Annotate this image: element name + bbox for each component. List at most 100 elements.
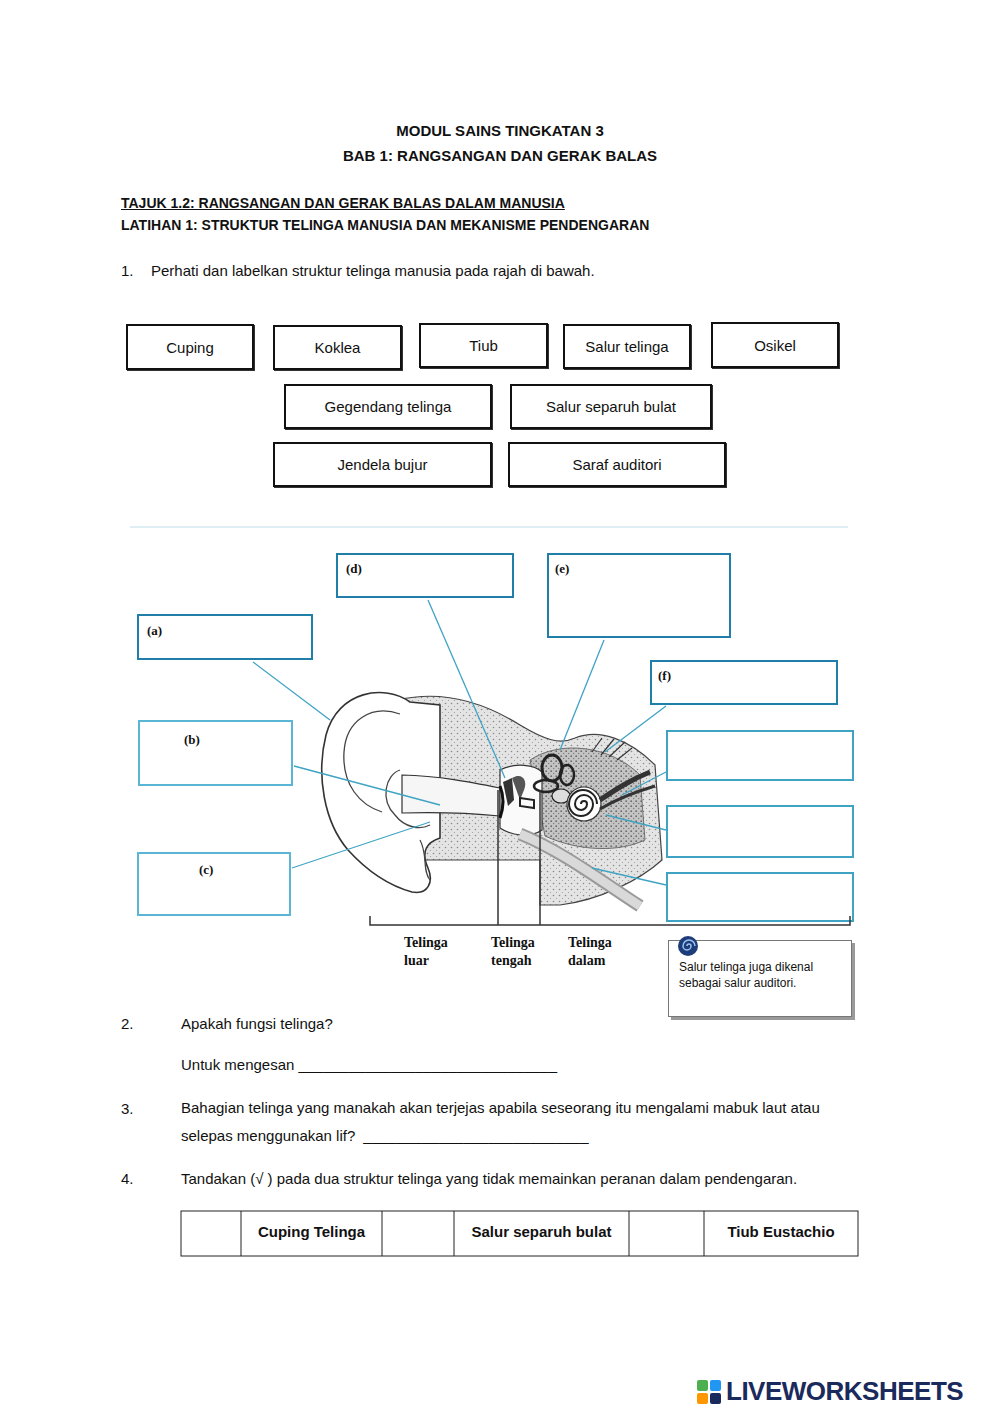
- ear-illustration: [322, 693, 662, 906]
- answer-box: (a): [137, 614, 313, 660]
- word-bank-box: Osikel: [711, 322, 839, 368]
- ear-illustration: [600, 786, 655, 809]
- blank-answer-box: [667, 806, 853, 857]
- ear-illustration: [500, 765, 542, 835]
- question-number: 2.: [121, 1015, 134, 1034]
- note-text: Salur telinga juga dikenal sebagai salur…: [679, 959, 845, 991]
- region-label: Telinga luar: [404, 934, 466, 970]
- ear-illustration: [512, 776, 525, 800]
- topic-heading: TAJUK 1.2: RANGSANGAN DAN GERAK BALAS DA…: [121, 195, 565, 213]
- divider-line: [130, 526, 848, 528]
- answer-table-grid: [181, 1211, 858, 1256]
- ear-illustration: [503, 778, 514, 806]
- ear-illustration: [569, 790, 597, 816]
- callout-letter: (b): [184, 732, 200, 748]
- ear-illustration: [560, 765, 574, 785]
- answer-line: Bahagian telinga yang manakah akan terje…: [181, 1094, 871, 1150]
- word-bank-text: Cuping: [166, 339, 214, 356]
- ear-illustration: [530, 748, 645, 849]
- ear-illustration: [592, 738, 632, 760]
- region-label: Telinga tengah: [491, 934, 553, 970]
- ear-illustration: [402, 775, 500, 816]
- word-bank-text: Salur separuh bulat: [546, 398, 676, 415]
- ear-illustration: [520, 798, 534, 808]
- leader-line: [560, 640, 604, 750]
- table-cell: Tiub Eustachio: [704, 1223, 858, 1242]
- logo-icon: [697, 1393, 708, 1404]
- leader-line: [292, 822, 430, 868]
- note-icon: [683, 940, 695, 950]
- ear-illustration: [500, 786, 503, 818]
- watermark-logo: LIVEWORKSHEETS: [726, 1375, 963, 1408]
- answer-prompt: Untuk mengesan: [181, 1056, 294, 1073]
- ear-illustration: [344, 711, 400, 812]
- word-bank-box: Tiub: [419, 323, 548, 368]
- logo-icon: [697, 1380, 721, 1404]
- answer-box: (c): [137, 852, 291, 916]
- region-label: Telinga dalam: [568, 934, 630, 970]
- logo-icon: [710, 1393, 721, 1404]
- answer-table-grid: [241, 1211, 242, 1256]
- note-icon: [678, 936, 698, 956]
- exercise-heading: LATIHAN 1: STRUKTUR TELINGA MANUSIA DAN …: [121, 217, 649, 235]
- callout-letter: (c): [199, 862, 213, 878]
- chapter-heading: BAB 1: RANGSANGAN DAN GERAK BALAS: [0, 147, 1000, 166]
- table-cell: Salur separuh bulat: [454, 1223, 629, 1242]
- word-bank-text: Saraf auditori: [572, 456, 661, 473]
- answer-blank: ___________________________: [363, 1127, 588, 1144]
- region-bracket: [497, 790, 499, 925]
- answer-box: (d): [336, 553, 514, 598]
- answer-line: Untuk mengesan__________________________…: [181, 1051, 881, 1079]
- leader-line: [428, 600, 505, 778]
- answer-blank: _______________________________: [298, 1056, 557, 1073]
- ear-illustration: [520, 834, 640, 906]
- question-number: 4.: [121, 1170, 134, 1189]
- ear-illustration: [567, 787, 601, 821]
- blank-answer-box: [667, 873, 853, 921]
- leader-line: [294, 766, 440, 805]
- answer-table-grid: [704, 1211, 705, 1256]
- word-bank-box: Jendela bujur: [273, 442, 492, 487]
- logo-icon: [710, 1380, 721, 1391]
- answer-box: (b): [138, 720, 293, 786]
- leader-line: [622, 772, 666, 795]
- ear-illustration: [520, 834, 640, 906]
- word-bank-box: Cuping: [126, 324, 254, 370]
- word-bank-box: Saraf auditori: [508, 442, 726, 487]
- logo-icon: [697, 1380, 708, 1391]
- word-bank-text: Koklea: [315, 339, 361, 356]
- answer-box: (e): [547, 553, 731, 638]
- callout-letter: (a): [147, 623, 162, 639]
- region-bracket: [370, 790, 850, 925]
- ear-illustration: [420, 840, 430, 880]
- blank-answer-box: [667, 731, 853, 921]
- region-bracket: [539, 790, 541, 925]
- leader-line: [606, 815, 666, 830]
- callout-letter: (e): [555, 561, 569, 577]
- answer-table-grid: [454, 1211, 455, 1256]
- word-bank-box: Gegendang telinga: [284, 384, 492, 429]
- callout-letter: (f): [658, 668, 671, 684]
- callout-letter: (d): [346, 561, 362, 577]
- word-bank-text: Gegendang telinga: [325, 398, 452, 415]
- word-bank-text: Salur telinga: [585, 338, 668, 355]
- leader-line: [253, 662, 330, 720]
- word-bank-text: Jendela bujur: [337, 456, 427, 473]
- word-bank-box: Salur separuh bulat: [510, 384, 712, 429]
- question-number: 1.: [121, 262, 134, 281]
- question-text: Apakah fungsi telinga?: [181, 1015, 781, 1034]
- leader-line: [605, 706, 666, 752]
- answer-table-grid: [382, 1211, 383, 1256]
- word-bank-text: Tiub: [469, 337, 498, 354]
- word-bank-box: Salur telinga: [563, 324, 691, 369]
- answer-box: (f): [650, 660, 838, 705]
- worksheet-title: MODUL SAINS TINGKATAN 3: [0, 122, 1000, 141]
- region-bracket: [370, 916, 850, 925]
- question-number: 3.: [121, 1100, 134, 1119]
- leader-line: [253, 600, 666, 885]
- blank-answer-box: [667, 731, 853, 780]
- table-cell: Cuping Telinga: [241, 1223, 382, 1242]
- question-text: Tandakan (√ ) pada dua struktur telinga …: [181, 1170, 941, 1189]
